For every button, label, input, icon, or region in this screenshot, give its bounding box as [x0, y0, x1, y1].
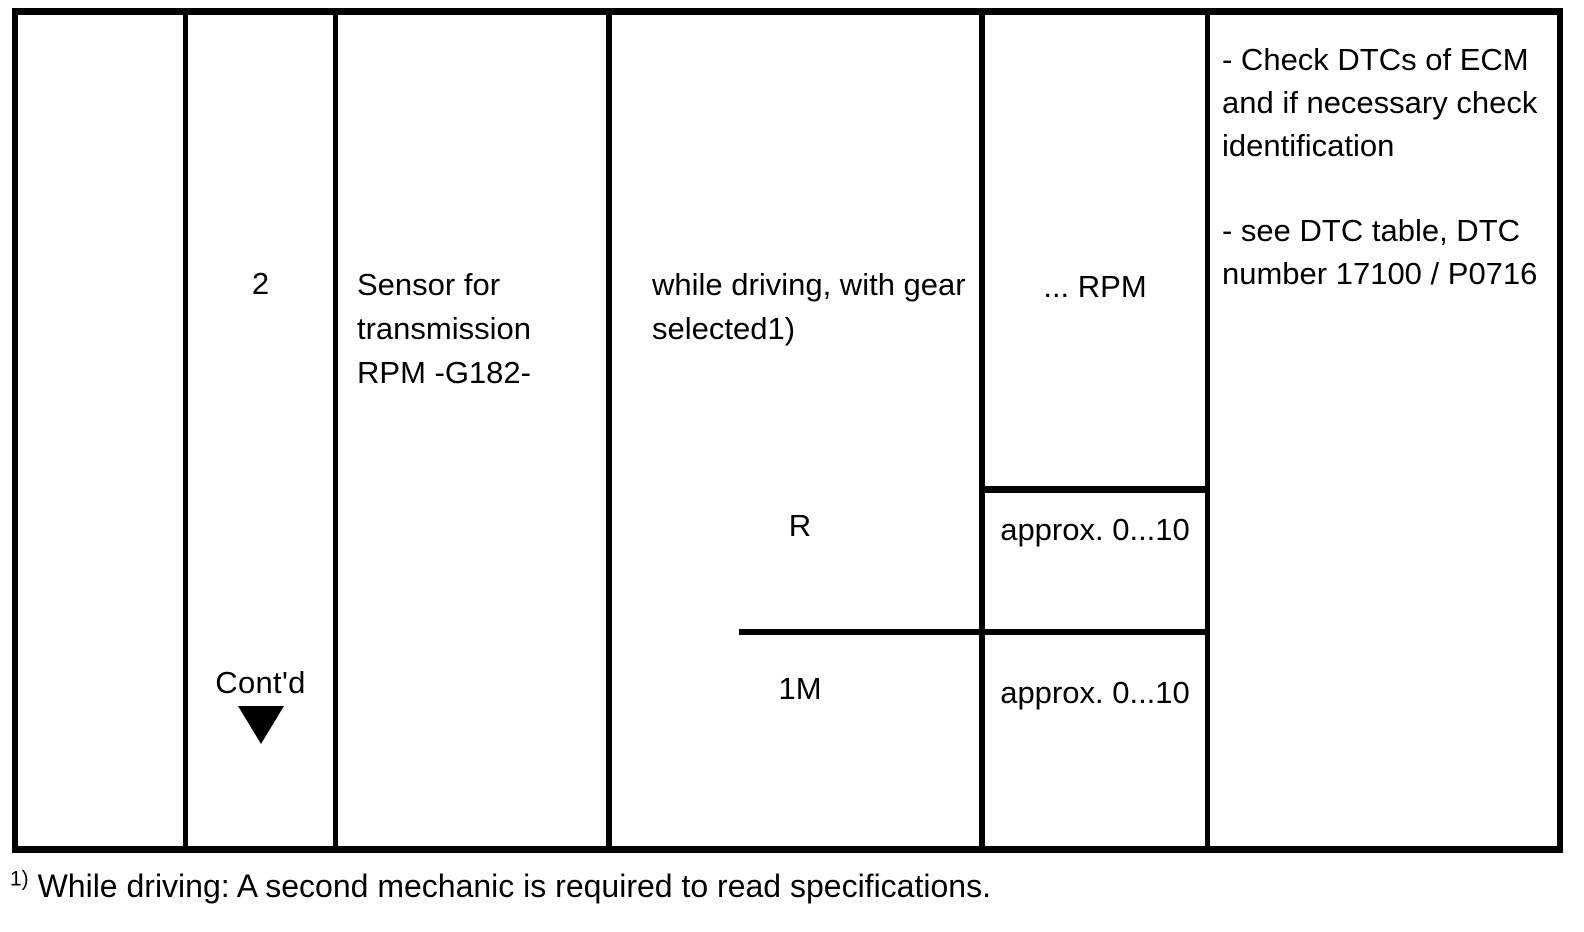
column-divider-2 — [333, 14, 338, 847]
down-triangle-icon — [237, 706, 284, 744]
remedy-item-1: - Check DTCs of ECM and if necessary che… — [1222, 42, 1538, 163]
test-condition-gear-1m: 1M — [778, 671, 822, 706]
specification-table: 2 Cont'd Sensor for transmission RPM -G1… — [12, 8, 1563, 853]
row-divider-gear-rows — [739, 629, 1210, 635]
test-condition-gear-r: R — [788, 508, 812, 543]
footnote-marker: 1) — [10, 867, 29, 891]
row-divider-specification-1 — [979, 486, 1210, 493]
continued-label: Cont'd — [215, 665, 306, 700]
table-left-border — [12, 14, 18, 847]
test-condition-main: while driving, with gear selected1) — [652, 267, 966, 346]
column-divider-3 — [606, 14, 612, 847]
specification-gear-1m: approx. 0...10 — [1000, 675, 1190, 710]
continued-marker: Cont'd — [188, 664, 333, 744]
component-name: Sensor for transmission RPM -G182- — [357, 267, 531, 390]
table-right-border — [1557, 8, 1563, 853]
table-top-border — [12, 8, 1563, 15]
column-divider-4 — [979, 14, 985, 847]
specification-gear-r: approx. 0...10 — [1000, 512, 1190, 547]
specification-main: ... RPM — [1043, 269, 1147, 304]
table-bottom-border — [12, 846, 1563, 853]
column-divider-5 — [1205, 14, 1210, 847]
footnote-text: While driving: A second mechanic is requ… — [28, 868, 991, 904]
footnote: 1) While driving: A second mechanic is r… — [10, 866, 1410, 906]
remedy-spacer — [1222, 167, 1542, 209]
step-number: 2 — [251, 266, 270, 301]
remedy-item-2: - see DTC table, DTC number 17100 / P071… — [1222, 213, 1538, 291]
column-divider-1 — [183, 14, 188, 847]
remedy-cell: - Check DTCs of ECM and if necessary che… — [1222, 38, 1542, 295]
